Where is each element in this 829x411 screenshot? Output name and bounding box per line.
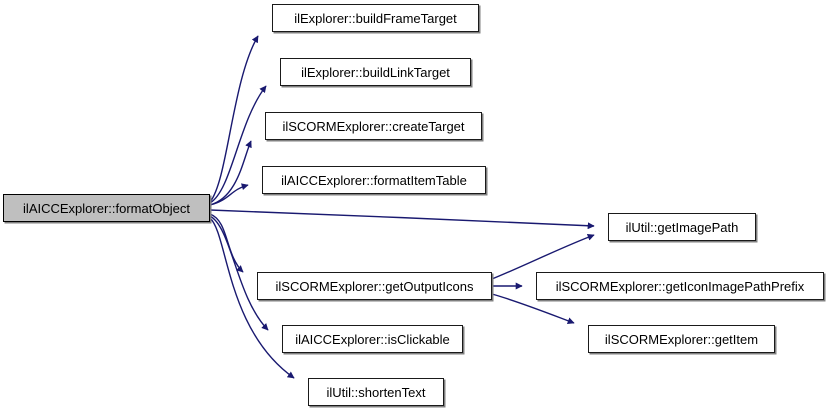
graph-node-label: ilSCORMExplorer::getIconImagePathPrefix [555, 278, 805, 294]
graph-node-label: ilAICCExplorer::isClickable [295, 331, 450, 347]
graph-node-label: ilExplorer::buildFrameTarget [294, 10, 457, 26]
graph-edge-formatObject-to-formatItemTable [209, 183, 249, 206]
graph-node-label: ilSCORMExplorer::getItem [604, 331, 759, 347]
graph-edge-formatObject-to-getImagePath [209, 209, 595, 230]
graph-node-getItem[interactable]: ilSCORMExplorer::getItem [588, 325, 775, 353]
graph-node-formatObject[interactable]: ilAICCExplorer::formatObject [3, 194, 210, 222]
graph-node-formatItemTable[interactable]: ilAICCExplorer::formatItemTable [262, 166, 486, 194]
graph-node-label: ilUtil::shortenText [326, 384, 426, 400]
graph-node-getImagePath[interactable]: ilUtil::getImagePath [608, 213, 756, 241]
graph-edge-formatObject-to-buildFrameTarget [209, 35, 259, 203]
graph-edge-formatObject-to-buildLinkTarget [209, 85, 267, 204]
graph-node-label: ilAICCExplorer::formatItemTable [281, 172, 467, 188]
graph-edge-formatObject-to-createTarget [209, 140, 252, 206]
graph-node-getOutputIcons[interactable]: ilSCORMExplorer::getOutputIcons [257, 272, 492, 300]
graph-node-getIconImagePathPrefix[interactable]: ilSCORMExplorer::getIconImagePathPrefix [536, 272, 824, 300]
graph-node-buildFrameTarget[interactable]: ilExplorer::buildFrameTarget [272, 4, 479, 32]
graph-edge-formatObject-to-getOutputIcons [209, 213, 244, 273]
graph-node-label: ilAICCExplorer::formatObject [23, 200, 190, 216]
graph-node-label: ilSCORMExplorer::createTarget [282, 118, 465, 134]
graph-node-isClickable[interactable]: ilAICCExplorer::isClickable [282, 325, 463, 353]
graph-node-shortenText[interactable]: ilUtil::shortenText [308, 378, 444, 406]
graph-node-label: ilUtil::getImagePath [625, 219, 739, 235]
graph-node-label: ilExplorer::buildLinkTarget [301, 64, 450, 80]
graph-node-createTarget[interactable]: ilSCORMExplorer::createTarget [265, 112, 482, 140]
graph-node-buildLinkTarget[interactable]: ilExplorer::buildLinkTarget [280, 58, 471, 86]
graph-node-label: ilSCORMExplorer::getOutputIcons [275, 278, 474, 294]
